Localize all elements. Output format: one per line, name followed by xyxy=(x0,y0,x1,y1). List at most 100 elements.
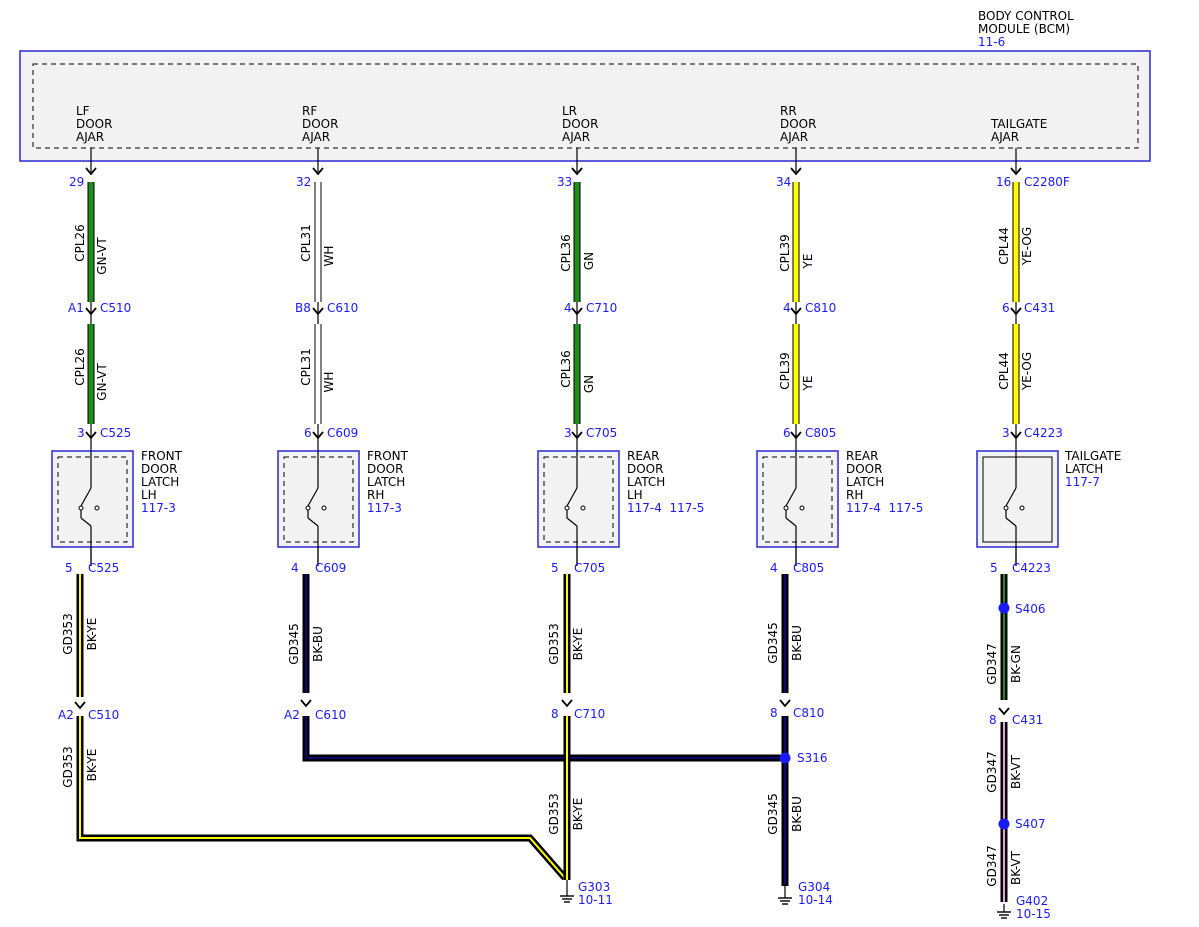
pin-label: 8 xyxy=(989,713,997,727)
wire-circuit-label: CPL26 xyxy=(73,348,87,386)
pin-label: 33 xyxy=(557,175,572,189)
wire-color-label: BK-VT xyxy=(1009,850,1023,885)
bcm-pin-rf: RF DOOR AJAR xyxy=(302,104,338,144)
svg-text:REAR: REAR xyxy=(846,449,878,463)
front-door-latch-lh-label: FRONT DOOR LATCH LH 117-3 xyxy=(141,449,183,515)
pin-label: 3 xyxy=(77,426,85,440)
wire-color-label: WH xyxy=(322,372,336,393)
svg-text:LR: LR xyxy=(562,104,577,118)
svg-text:DOOR: DOOR xyxy=(76,117,112,131)
svg-text:DOOR: DOOR xyxy=(780,117,816,131)
svg-text:TAILGATE: TAILGATE xyxy=(1064,449,1121,463)
switch-blade xyxy=(307,487,319,507)
wire-color-label: YE-OG xyxy=(1020,227,1034,266)
tailgate-latch-label: TAILGATE LATCH 117-7 xyxy=(1064,449,1121,489)
switch-layer xyxy=(78,451,1025,566)
connector-label: C609 xyxy=(327,426,358,440)
bcm-pin-tailgate: TAILGATE AJAR xyxy=(990,117,1047,144)
svg-text:117-4 117-5: 117-4 117-5 xyxy=(627,501,704,515)
pin-label: 3 xyxy=(564,426,572,440)
wire-ground-rf-2-base xyxy=(302,716,785,762)
svg-text:REAR: REAR xyxy=(627,449,659,463)
pin-label: 6 xyxy=(783,426,791,440)
switch-contact xyxy=(580,505,586,511)
latch-switch xyxy=(1003,451,1025,566)
svg-text:117-7: 117-7 xyxy=(1065,475,1100,489)
wire-circuit-label: GD347 xyxy=(985,751,999,792)
pin-label: 34 xyxy=(776,175,791,189)
switch-lead xyxy=(307,517,319,527)
ground-label: G402 xyxy=(1016,894,1048,908)
wire-circuit-label: CPL31 xyxy=(299,348,313,386)
latch-switch xyxy=(564,451,586,566)
front-door-latch-rh-label: FRONT DOOR LATCH RH 117-3 xyxy=(367,449,409,515)
connector-label: C805 xyxy=(805,426,836,440)
svg-text:AJAR: AJAR xyxy=(76,130,104,144)
connector-label: C705 xyxy=(574,561,605,575)
pin-label: 4 xyxy=(770,561,778,575)
wire-color-label: BK-YE xyxy=(571,628,585,661)
connector-label: C2280F xyxy=(1024,175,1070,189)
wire-circuit-label: GD347 xyxy=(985,643,999,684)
wire-color-label: GN-VT xyxy=(95,237,109,275)
pin-label: 32 xyxy=(296,175,311,189)
svg-text:LATCH: LATCH xyxy=(367,475,405,489)
pin-label: 6 xyxy=(1002,301,1010,315)
switch-contact xyxy=(94,505,100,511)
connector-label: C610 xyxy=(315,708,346,722)
svg-text:AJAR: AJAR xyxy=(302,130,330,144)
ground-ref: 10-14 xyxy=(798,893,833,907)
bcm-pin-chevron xyxy=(571,167,583,176)
pin-label: 4 xyxy=(564,301,572,315)
switch-contact xyxy=(1019,505,1025,511)
connector-label: C525 xyxy=(88,561,119,575)
wire-circuit-label: GD345 xyxy=(766,793,780,834)
svg-text:RH: RH xyxy=(846,488,863,502)
svg-text:LF: LF xyxy=(76,104,90,118)
connector-label: C431 xyxy=(1024,301,1055,315)
svg-text:LATCH: LATCH xyxy=(627,475,665,489)
wire-color-label: BK-YE xyxy=(85,749,99,782)
connector-label: C805 xyxy=(793,561,824,575)
connector-label: C710 xyxy=(586,301,617,315)
connector-label: C510 xyxy=(88,708,119,722)
pin-label: 5 xyxy=(551,561,559,575)
bcm-title-line1: BODY CONTROL xyxy=(978,9,1074,23)
switch-contact xyxy=(305,505,311,511)
pin-label: A2 xyxy=(58,708,74,722)
switch-contact xyxy=(564,505,570,511)
wire-circuit-label: CPL39 xyxy=(778,234,792,272)
pin-label: B8 xyxy=(295,301,311,315)
wire-circuit-label: GD353 xyxy=(61,746,75,787)
front-door-latch-lh xyxy=(51,450,134,548)
wire-color-label: GN xyxy=(582,375,596,393)
wire-ground-rf-2-stripe xyxy=(305,716,785,759)
switch-contact xyxy=(321,505,327,511)
wire-color-label: BK-YE xyxy=(85,618,99,651)
pin-label: 8 xyxy=(551,707,559,721)
svg-text:RF: RF xyxy=(302,104,317,118)
pin-label: A2 xyxy=(284,708,300,722)
ground-connector-chevron xyxy=(998,707,1010,716)
switch-contact xyxy=(783,505,789,511)
connector-label: C705 xyxy=(586,426,617,440)
wire-color-label: BK-GN xyxy=(1009,645,1023,683)
switch-lead xyxy=(566,517,578,527)
svg-text:DOOR: DOOR xyxy=(627,462,663,476)
connector-label: C810 xyxy=(793,706,824,720)
wire-color-label: YE xyxy=(801,376,815,392)
switch-blade xyxy=(1005,487,1017,507)
wire-color-label: YE-OG xyxy=(1020,352,1034,391)
wire-color-label: BK-BU xyxy=(311,626,325,662)
svg-text:LH: LH xyxy=(627,488,643,502)
rear-door-latch-rh-label: REAR DOOR LATCH RH 117-4 117-5 xyxy=(846,449,923,515)
switch-blade xyxy=(566,487,578,507)
connector-label: C510 xyxy=(100,301,131,315)
connector-label: C710 xyxy=(574,707,605,721)
svg-text:117-4 117-5: 117-4 117-5 xyxy=(846,501,923,515)
svg-text:TAILGATE: TAILGATE xyxy=(990,117,1047,131)
wire-layer xyxy=(74,148,1022,919)
wire-color-label: BK-VT xyxy=(1009,754,1023,789)
svg-text:DOOR: DOOR xyxy=(562,117,598,131)
ground-connector-chevron xyxy=(74,701,86,710)
